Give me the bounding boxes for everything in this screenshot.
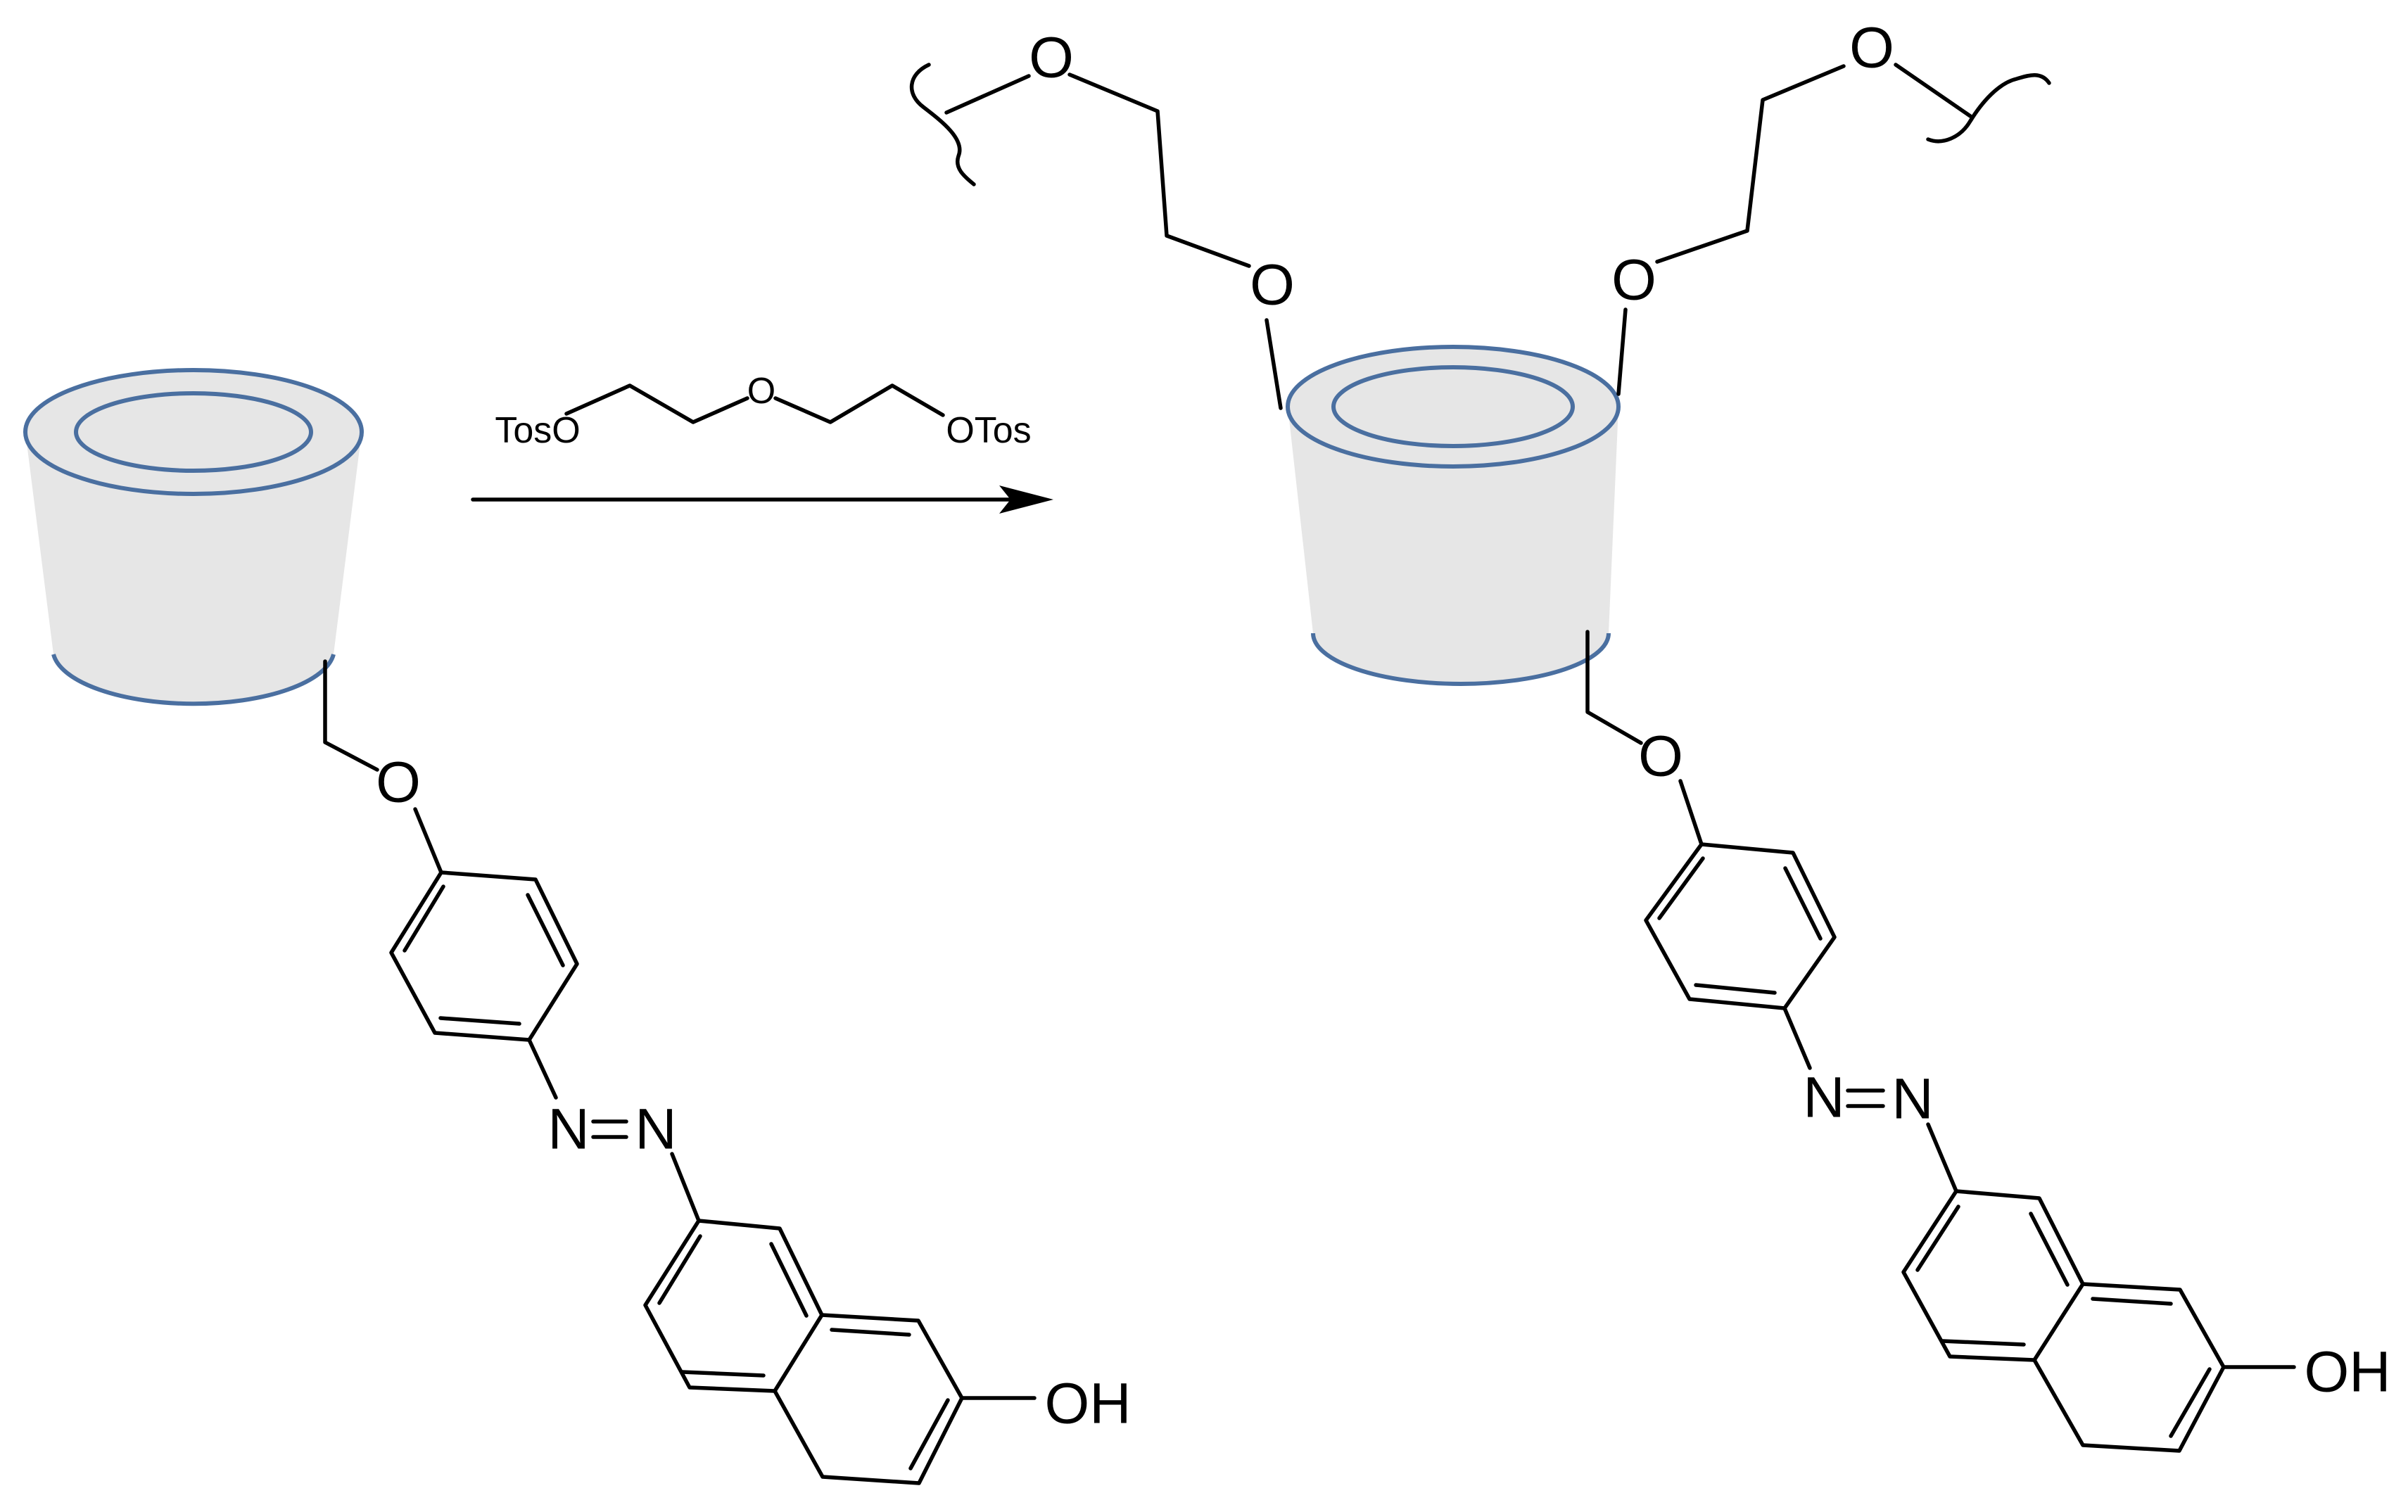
left-chain-lower-oxygen-label: O bbox=[1250, 253, 1295, 317]
product-hydroxyl-label: OH bbox=[2305, 1340, 2391, 1404]
wavy-break-icon bbox=[910, 63, 976, 186]
reactant-molecule: O N N OH bbox=[23, 368, 1132, 1485]
cyclodextrin-icon bbox=[23, 368, 364, 706]
n-n-double-bond bbox=[591, 1119, 628, 1139]
product-cyclodextrin-body bbox=[1288, 407, 1618, 684]
product-azo-n1-label: N bbox=[1803, 1066, 1844, 1130]
reagent-chain-left bbox=[564, 383, 749, 424]
left-chain-anchor-bond bbox=[1265, 318, 1283, 410]
product-cyclodextrin-inner-rim bbox=[1331, 365, 1575, 448]
aryl-n-bond bbox=[527, 1038, 558, 1100]
product-molecule: O O O O O N N bbox=[910, 16, 2391, 1453]
right-chain-end-bond bbox=[1894, 63, 1972, 118]
n-naphthyl-bond bbox=[670, 1152, 701, 1223]
reaction-arrow-icon bbox=[471, 485, 1053, 514]
product-naphthalene-ring bbox=[1901, 1189, 2226, 1453]
product-n-naphthyl-bond bbox=[1926, 1122, 1958, 1193]
reagent: TosO O OTos bbox=[495, 371, 1031, 451]
cyclodextrin-body bbox=[25, 432, 362, 704]
right-chain-upper-oxygen-label: O bbox=[1849, 16, 1894, 80]
arrow-head bbox=[999, 485, 1053, 514]
product-cyclodextrin-icon bbox=[1286, 345, 1621, 686]
azo-n2-label: N bbox=[635, 1098, 676, 1162]
product-n-n-double-bond bbox=[1846, 1088, 1885, 1108]
reagent-center-oxygen-label: O bbox=[747, 371, 775, 412]
ether-oxygen-label: O bbox=[376, 751, 421, 815]
linker-bond bbox=[323, 659, 379, 772]
product-cyclodextrin-bottom-rim bbox=[1311, 633, 1611, 686]
product-aryl-n-bond bbox=[1782, 1006, 1812, 1070]
product-linker-bond bbox=[1585, 630, 1643, 745]
cyclodextrin-top-face bbox=[25, 370, 362, 494]
product-cyclodextrin-outer-rim bbox=[1286, 345, 1621, 469]
cyclodextrin-outer-rim bbox=[23, 368, 364, 496]
azo-n1-label: N bbox=[547, 1098, 589, 1162]
naphthalene-ring bbox=[643, 1219, 964, 1485]
reagent-left-group-label: TosO bbox=[495, 410, 580, 451]
hydroxyl-label: OH bbox=[1045, 1372, 1132, 1436]
product-phenylene-ring bbox=[1644, 842, 1837, 1010]
cyclodextrin-bottom-rim bbox=[51, 654, 336, 706]
wavy-break-icon bbox=[1926, 73, 2051, 144]
right-chain-lower-oxygen-label: O bbox=[1611, 248, 1656, 312]
phenylene-ring bbox=[389, 870, 579, 1042]
product-azo-n2-label: N bbox=[1891, 1067, 1933, 1131]
o-aryl-bond bbox=[413, 807, 443, 875]
left-chain-end-bond bbox=[944, 74, 1031, 115]
right-chain-bonds bbox=[1655, 64, 1846, 264]
product-o-aryl-bond bbox=[1678, 779, 1704, 846]
product-ether-oxygen-label: O bbox=[1638, 725, 1683, 789]
right-chain-anchor-bond bbox=[1616, 307, 1628, 396]
left-chain-upper-oxygen-label: O bbox=[1029, 26, 1074, 90]
left-chain-bonds bbox=[1067, 72, 1251, 268]
cyclodextrin-inner-rim bbox=[74, 391, 313, 473]
reagent-right-group-label: OTos bbox=[946, 410, 1031, 451]
reagent-chain-right bbox=[773, 383, 945, 424]
